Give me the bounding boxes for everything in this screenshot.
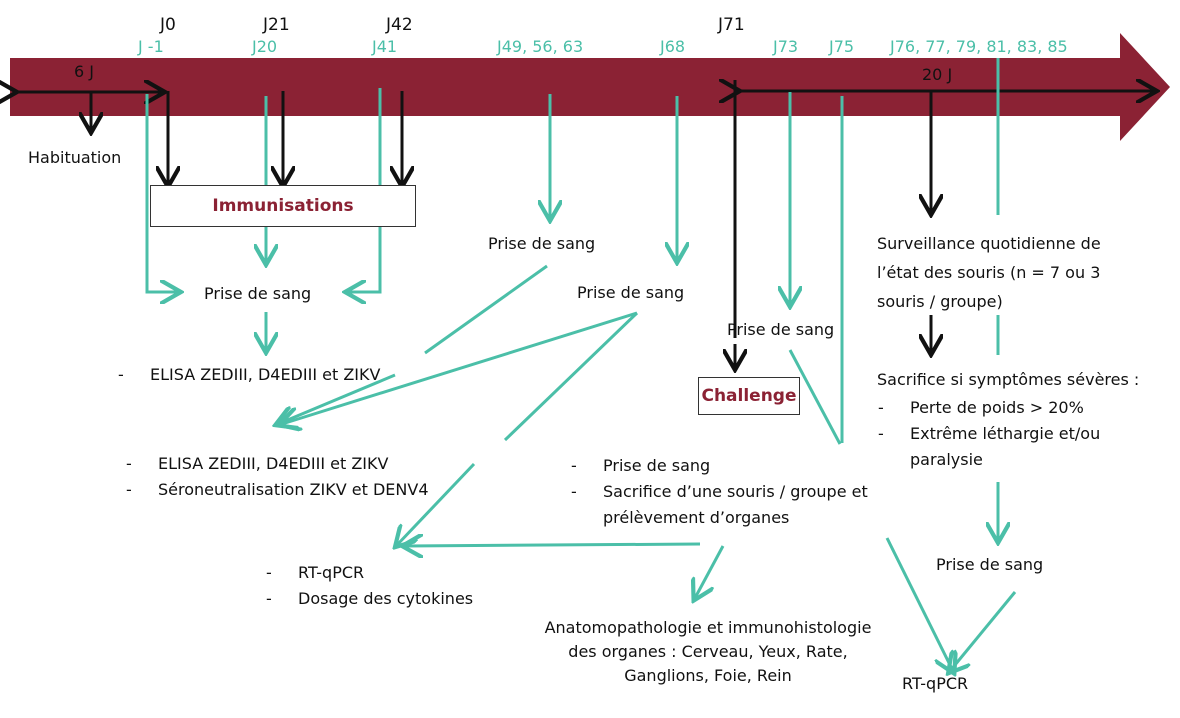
- challenge-box: Challenge: [698, 377, 800, 415]
- list-item: Extrême léthargie et/ou paralysie: [870, 421, 1130, 473]
- anatomo-text: Anatomopathologie et immunohistologie de…: [544, 618, 872, 685]
- span-6j-label: 6 J: [74, 62, 94, 81]
- list-item: Prise de sang: [563, 453, 923, 479]
- list-item: ELISA ZEDIII, D4EDIII et ZIKV: [110, 362, 380, 388]
- list-item: Séroneutralisation ZIKV et DENV4: [118, 477, 429, 503]
- day-label-j76-85: J76, 77, 79, 81, 83, 85: [890, 37, 1068, 56]
- sacrifice-title: Sacrifice si symptômes sévères :: [877, 370, 1140, 389]
- list-item: Dosage des cytokines: [258, 586, 473, 612]
- elisa-list-1: ELISA ZEDIII, D4EDIII et ZIKV: [110, 362, 380, 388]
- list-item: Sacrifice d’une souris / groupe et prélè…: [563, 479, 923, 531]
- rt-qpcr-label: RT-qPCR: [902, 674, 969, 693]
- prise-de-sang-label-1: Prise de sang: [204, 284, 312, 303]
- day-label-j20: J20: [252, 37, 278, 56]
- immunisations-box: Immunisations: [150, 185, 416, 227]
- day-label-j68: J68: [660, 37, 686, 56]
- day-label-j-1: J -1: [138, 37, 164, 56]
- prise-de-sang-label-2: Prise de sang: [488, 234, 596, 253]
- list-item: RT-qPCR: [258, 560, 473, 586]
- day-label-j41: J41: [372, 37, 398, 56]
- day-label-j71: J71: [718, 15, 745, 35]
- span-20j-label: 20 J: [922, 65, 953, 84]
- prise-de-sang-label-4: Prise de sang: [727, 320, 835, 339]
- day-label-j75: J75: [829, 37, 855, 56]
- rt-cytokines-list: RT-qPCR Dosage des cytokines: [258, 560, 473, 612]
- habituation-label: Habituation: [28, 148, 122, 167]
- list-item: Perte de poids > 20%: [870, 395, 1170, 421]
- day-label-j42: J42: [386, 15, 413, 35]
- symptoms-list: Perte de poids > 20% Extrême léthargie e…: [870, 395, 1170, 473]
- immunisations-label: Immunisations: [212, 196, 354, 216]
- elisa-list-2: ELISA ZEDIII, D4EDIII et ZIKV Séroneutra…: [118, 451, 429, 503]
- prise-sacrifice-list: Prise de sang Sacrifice d’une souris / g…: [563, 453, 923, 531]
- timeline-band: [10, 33, 1170, 141]
- day-label-j0: J0: [160, 15, 176, 35]
- day-label-j73: J73: [773, 37, 799, 56]
- day-label-j21: J21: [263, 15, 290, 35]
- teal-arrows: [145, 58, 1017, 671]
- black-arrows: [91, 80, 931, 367]
- day-label-j49-56-63: J49, 56, 63: [497, 37, 584, 56]
- list-item: ELISA ZEDIII, D4EDIII et ZIKV: [118, 451, 429, 477]
- challenge-label: Challenge: [701, 386, 797, 406]
- prise-de-sang-label-5: Prise de sang: [936, 555, 1044, 574]
- prise-de-sang-label-3: Prise de sang: [577, 283, 685, 302]
- surveillance-text: Surveillance quotidienne de l’état des s…: [877, 234, 1101, 311]
